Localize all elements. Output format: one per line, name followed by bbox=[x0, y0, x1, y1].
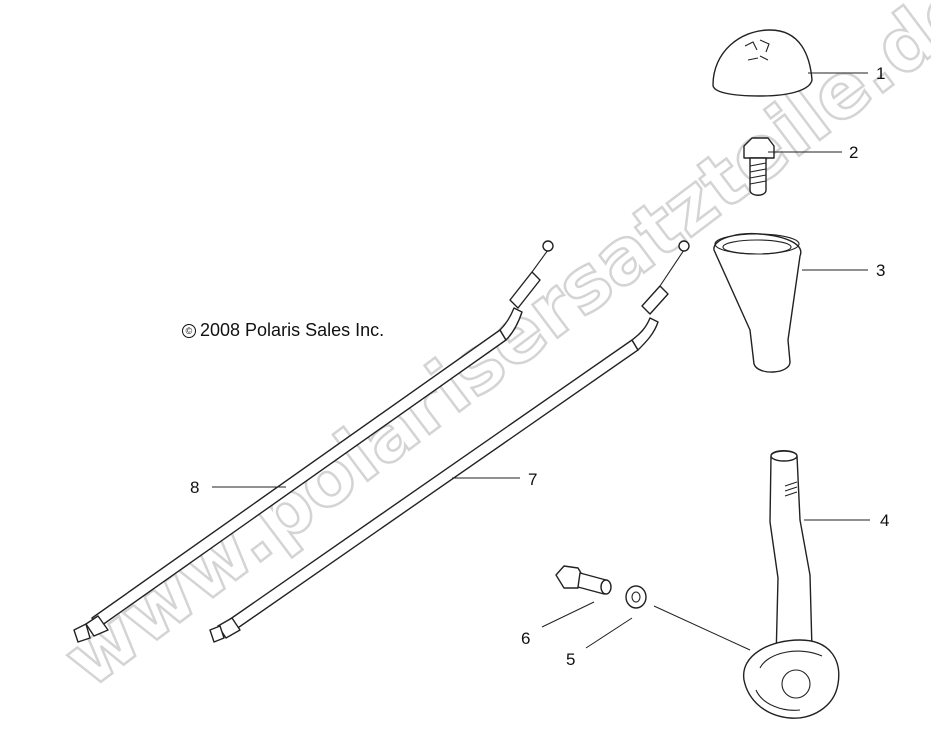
callout-4: 4 bbox=[880, 511, 889, 530]
callout-1: 1 bbox=[876, 64, 885, 83]
copyright-text: 2008 Polaris Sales Inc. bbox=[200, 320, 385, 340]
callout-8: 8 bbox=[190, 478, 199, 497]
copyright-notice: © 2008 Polaris Sales Inc. bbox=[182, 320, 384, 341]
shift-bolt bbox=[743, 137, 775, 196]
shift-cable-7 bbox=[209, 240, 690, 643]
shift-knob bbox=[712, 29, 813, 97]
leader-washer-to-lever bbox=[653, 605, 751, 651]
shift-boot bbox=[713, 232, 802, 373]
shift-lever bbox=[743, 450, 840, 719]
leader-6 bbox=[541, 601, 595, 628]
copyright-symbol: © bbox=[182, 324, 196, 338]
callout-2: 2 bbox=[849, 143, 858, 162]
shift-cable-8 bbox=[73, 240, 554, 643]
callout-6: 6 bbox=[521, 629, 530, 648]
callout-3: 3 bbox=[876, 261, 885, 280]
callout-7: 7 bbox=[528, 470, 537, 489]
pivot-bolt bbox=[555, 565, 612, 595]
callout-5: 5 bbox=[566, 650, 575, 669]
leader-5 bbox=[585, 617, 633, 649]
washer bbox=[625, 585, 647, 609]
